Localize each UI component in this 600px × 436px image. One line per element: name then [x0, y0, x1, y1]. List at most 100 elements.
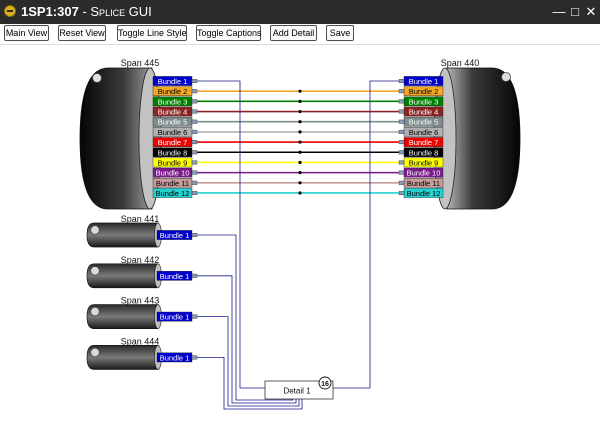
- right-bundle-11-connector-icon: [398, 180, 405, 185]
- detail-1-box[interactable]: [264, 380, 334, 400]
- left-bundle-11-connector-icon: [191, 180, 198, 185]
- left-bundle-2-label: Bundle 2: [158, 87, 188, 96]
- right-bundle-9-connector-icon: [398, 160, 405, 165]
- right-bundle-1-connector-icon: [398, 78, 405, 83]
- left-bundle-1-label: Bundle 1: [158, 77, 188, 86]
- right-bundle-5-label: Bundle 5: [409, 118, 439, 127]
- left-bundle-12-label: Bundle 12: [156, 189, 190, 198]
- right-bundle-6-connector-icon: [398, 129, 405, 134]
- left-bundle-8-connector-icon: [191, 150, 198, 155]
- span-441-detail-wire: [197, 234, 294, 401]
- span-444-connector-icon: [191, 355, 198, 360]
- span-441-cable-body: [86, 222, 159, 248]
- span-441-bundle-1-label: Bundle 1: [160, 231, 190, 240]
- left-bundle-5-label: Bundle 5: [158, 118, 188, 127]
- toggle-captions-button[interactable]: Toggle Captions: [196, 25, 262, 41]
- bundle-9-splice-point: [298, 160, 302, 165]
- span-440-label: Span 440: [441, 58, 480, 68]
- span-443-connector-icon: [191, 314, 198, 319]
- left-bundle-6-connector-icon: [191, 129, 198, 134]
- left-bundle-12-connector-icon: [191, 190, 198, 195]
- bundle-11-splice-point: [298, 181, 302, 185]
- left-bundle-9-connector-icon: [191, 160, 198, 165]
- right-bundle-4-connector-icon: [398, 109, 405, 114]
- bundle-2-splice-point: [298, 89, 302, 93]
- span-444-cable-body: [86, 345, 159, 370]
- toolbar-divider: [0, 44, 600, 45]
- span-443-detail-wire: [197, 316, 300, 407]
- bundle-12-splice-point: [298, 191, 302, 195]
- span-442-bundle-1-label: Bundle 1: [160, 272, 190, 281]
- left-bundle-11-label: Bundle 11: [156, 179, 189, 188]
- bundle-8-splice-point: [298, 150, 302, 154]
- right-bundle-8-label: Bundle 8: [409, 148, 439, 157]
- left-bundle-3-connector-icon: [191, 99, 198, 104]
- span-441-cable-marker-icon: [90, 225, 100, 235]
- left-bundle-10-label: Bundle 10: [156, 169, 190, 178]
- right-bundle-2-connector-icon: [398, 89, 405, 94]
- right-bundle-7-label: Bundle 7: [409, 138, 439, 147]
- left-bundle-7-label: Bundle 7: [158, 138, 188, 147]
- span-445-label: Span 445: [121, 58, 160, 68]
- main-view-button[interactable]: Main View: [4, 25, 49, 41]
- title-code: 1SP1:307: [21, 4, 79, 19]
- span-442-connector-icon: [191, 273, 198, 278]
- span-440-bundle-1-detail-wire: [333, 80, 404, 389]
- left-bundle-8-label: Bundle 8: [158, 148, 188, 157]
- right-bundle-3-connector-icon: [398, 99, 405, 104]
- bundle-6-splice-point: [298, 130, 302, 134]
- title-bar: 1SP1:307 - Splice GUI — □ ✕: [0, 0, 600, 24]
- detail-1-count: 16: [321, 381, 329, 388]
- span-445-bundle-1-detail-wire: [197, 80, 265, 389]
- right-bundle-3-label: Bundle 3: [409, 97, 439, 106]
- span-442-label: Span 442: [121, 255, 160, 265]
- toolbar: Main View Reset View Toggle Line Style T…: [0, 24, 600, 44]
- span-443-bundle-1-label: Bundle 1: [160, 313, 190, 322]
- right-bundle-9-label: Bundle 9: [409, 158, 439, 167]
- right-bundle-10-label: Bundle 10: [407, 169, 441, 178]
- left-bundle-9-label: Bundle 9: [158, 158, 188, 167]
- bundle-7-splice-point: [298, 140, 302, 144]
- span-440-cable-body: [446, 67, 521, 210]
- window-title: 1SP1:307 - Splice GUI: [21, 4, 152, 20]
- right-bundle-1-label: Bundle 1: [409, 77, 439, 86]
- span-442-detail-wire: [197, 275, 297, 404]
- bundle-5-splice-point: [298, 120, 302, 124]
- bundle-10-splice-point: [298, 171, 302, 175]
- left-bundle-1-connector-icon: [191, 78, 198, 83]
- span-441-connector-icon: [191, 232, 198, 237]
- minimize-button[interactable]: —: [552, 4, 566, 19]
- toggle-line-style-button[interactable]: Toggle Line Style: [117, 25, 187, 41]
- right-bundle-6-label: Bundle 6: [409, 128, 439, 137]
- span-445-cable-marker-icon: [92, 73, 102, 83]
- right-bundle-7-connector-icon: [398, 140, 405, 145]
- detail-1-label: Detail 1: [283, 387, 311, 396]
- left-bundle-6-label: Bundle 6: [158, 128, 188, 137]
- detail-1-count-badge: [318, 376, 332, 390]
- right-bundle-12-label: Bundle 12: [407, 189, 441, 198]
- span-440-cable-marker-icon: [501, 72, 511, 82]
- bundle-4-splice-point: [298, 109, 302, 114]
- span-444-bundle-1-label: Bundle 1: [160, 353, 190, 362]
- left-bundle-3-label: Bundle 3: [158, 97, 188, 106]
- right-bundle-12-connector-icon: [398, 190, 405, 195]
- span-444-cable-marker-icon: [90, 347, 100, 358]
- right-bundle-5-connector-icon: [398, 119, 405, 124]
- span-442-cable-body: [86, 263, 159, 289]
- left-bundle-2-connector-icon: [191, 89, 198, 94]
- span-443-cable-body: [86, 304, 159, 329]
- span-445-cable-body: [79, 67, 153, 210]
- span-441-label: Span 441: [121, 214, 160, 224]
- add-detail-button[interactable]: Add Detail: [270, 25, 317, 41]
- right-bundle-8-connector-icon: [398, 150, 405, 155]
- close-button[interactable]: ✕: [585, 4, 597, 19]
- span-444-label: Span 444: [121, 336, 160, 346]
- reset-view-button[interactable]: Reset View: [58, 25, 106, 41]
- span-444-detail-wire: [197, 356, 303, 410]
- right-bundle-11-label: Bundle 11: [407, 179, 440, 188]
- save-button[interactable]: Save: [326, 25, 354, 41]
- restore-button[interactable]: □: [571, 4, 579, 19]
- left-bundle-7-connector-icon: [191, 140, 198, 145]
- title-name: Splice GUI: [90, 4, 152, 19]
